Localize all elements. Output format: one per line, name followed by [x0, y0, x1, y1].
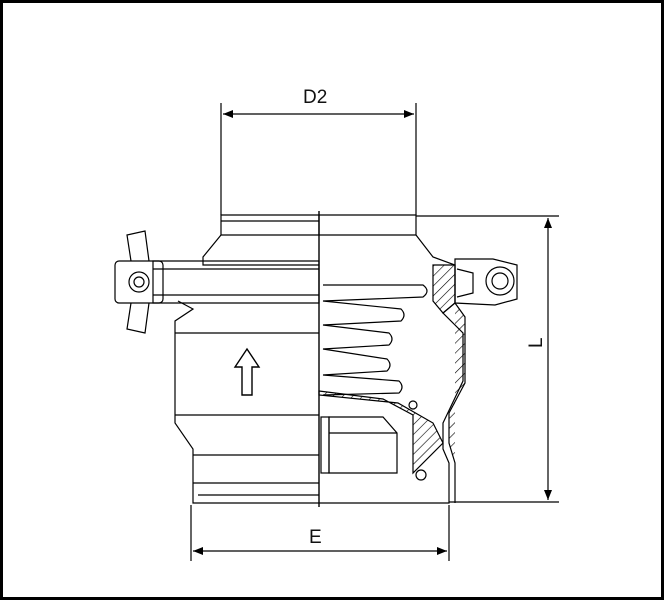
valve-spring — [322, 284, 428, 396]
valve-body-exterior — [174, 214, 320, 504]
dimension-e — [190, 505, 450, 561]
dimension-label-d2: D2 — [303, 87, 328, 108]
clamp-assembly — [114, 230, 320, 334]
valve-section-view — [114, 103, 559, 561]
dimension-label-e: E — [309, 527, 322, 548]
clamp-hinge — [454, 258, 518, 306]
dimension-l — [416, 215, 559, 503]
dimension-label-l: L — [526, 337, 547, 348]
dimension-d2 — [220, 103, 417, 215]
valve-body-section — [318, 214, 466, 504]
arrow-up-icon — [233, 347, 261, 396]
